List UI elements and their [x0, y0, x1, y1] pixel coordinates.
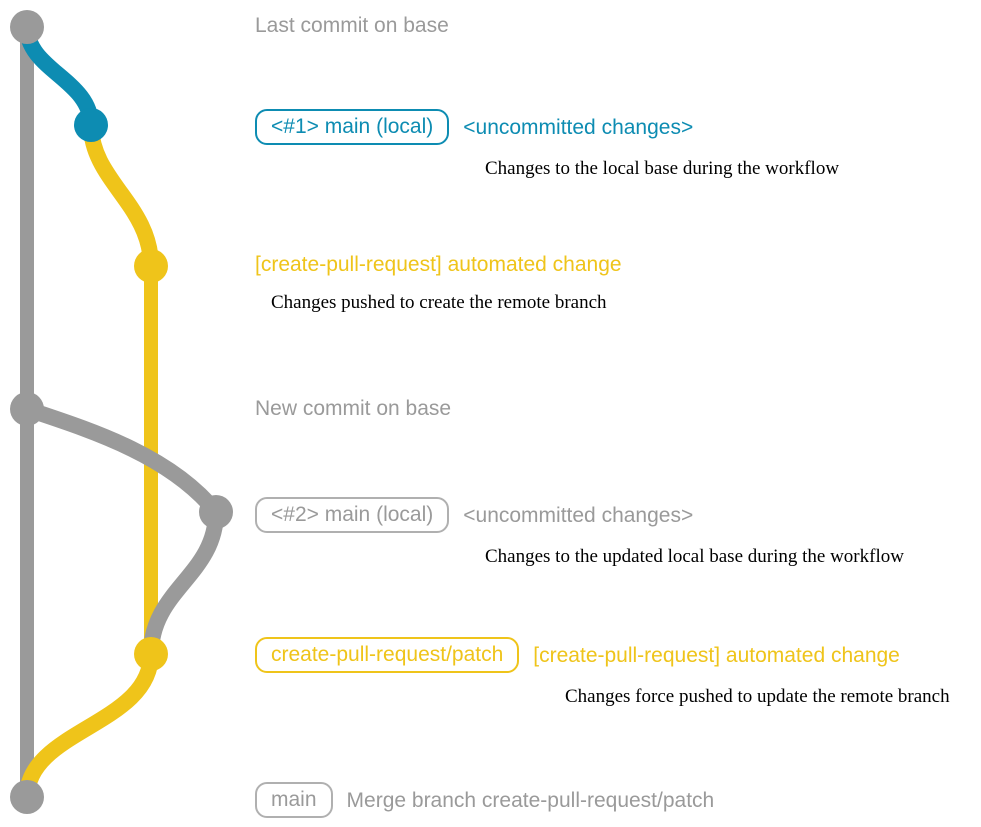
edge-base-new-to-local-2 — [19, 401, 224, 520]
row-new-commit-on-base: New commit on base — [255, 398, 451, 419]
edge-local-2-to-patch-2 — [143, 504, 224, 662]
commit-subject-local-1: <uncommitted changes> — [463, 115, 694, 139]
commit-subject-patch-2: [create-pull-request] automated change — [533, 643, 900, 667]
branch-pill-local-1[interactable]: <#1> main (local) — [255, 109, 450, 145]
row-patch-2: create-pull-request/patch [create-pull-r… — [255, 637, 950, 706]
commit-subject-merge: Merge branch create-pull-request/patch — [346, 788, 715, 812]
commit-subject-base-new: New commit on base — [255, 397, 452, 420]
commit-note-patch-2: Changes force pushed to update the remot… — [565, 686, 950, 707]
commit-subject-local-2: <uncommitted changes> — [463, 503, 694, 527]
commit-note-patch-1: Changes pushed to create the remote bran… — [271, 292, 607, 313]
commit-subject-base-last: Last commit on base — [255, 14, 449, 37]
commit-node-base-new[interactable] — [10, 392, 44, 426]
commit-node-local-1[interactable] — [74, 108, 108, 142]
branch-pill-main[interactable]: main — [255, 782, 333, 818]
row-local-2: <#2> main (local) <uncommitted changes> … — [255, 497, 904, 566]
commit-subject-patch-1: [create-pull-request] automated change — [255, 253, 622, 276]
edge-patch-2-to-merge — [19, 646, 159, 805]
branch-pill-local-2[interactable]: <#2> main (local) — [255, 497, 450, 533]
row-merge: main Merge branch create-pull-request/pa… — [255, 782, 714, 818]
row-patch-1: [create-pull-request] automated change C… — [255, 254, 622, 312]
branch-pill-patch-2[interactable]: create-pull-request/patch — [255, 637, 520, 673]
commit-node-patch-1[interactable] — [134, 249, 168, 283]
row-local-1: <#1> main (local) <uncommitted changes> … — [255, 109, 839, 178]
commit-note-local-2: Changes to the updated local base during… — [485, 546, 904, 567]
commit-node-local-2[interactable] — [199, 495, 233, 529]
edge-base-to-local-1 — [19, 19, 99, 133]
commit-node-patch-2[interactable] — [134, 637, 168, 671]
commit-node-base-last[interactable] — [10, 10, 44, 44]
row-last-commit-on-base: Last commit on base — [255, 15, 449, 36]
commit-note-local-1: Changes to the local base during the wor… — [485, 158, 840, 179]
edge-local-1-to-patch-1 — [83, 117, 159, 274]
commit-node-merge[interactable] — [10, 780, 44, 814]
